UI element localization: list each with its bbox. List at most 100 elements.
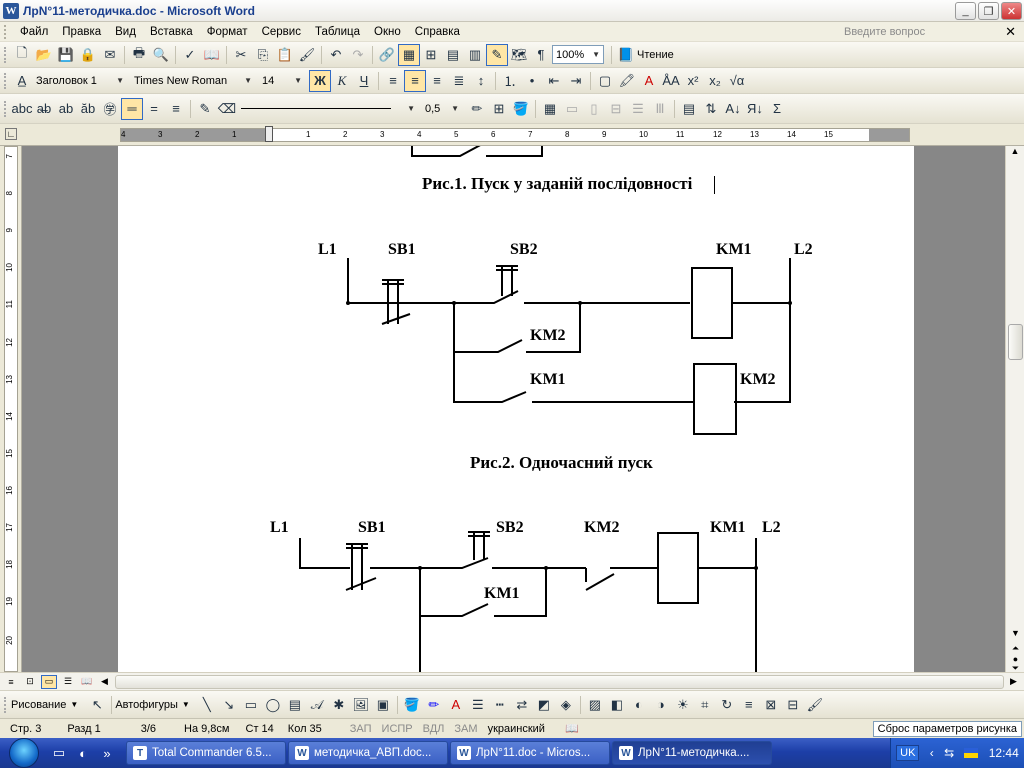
outside-border-icon[interactable]: ⊞ <box>493 100 505 116</box>
picture-tool-icon[interactable]: ▨ <box>588 696 601 712</box>
merge-cells-icon[interactable]: ▭ <box>565 100 579 116</box>
scroll-right-icon[interactable]: ▶ <box>1010 676 1017 686</box>
line-triple-icon[interactable]: ≡ <box>172 101 180 116</box>
autoshapes-menu-button[interactable]: Автофигуры <box>115 698 178 711</box>
line-color-icon[interactable]: ✏ <box>428 696 440 712</box>
underline-button[interactable]: Ч <box>359 73 369 88</box>
drawing-icon[interactable]: ✎ <box>486 43 508 66</box>
shading-icon[interactable]: 🪣 <box>512 100 530 116</box>
web-view-icon[interactable]: ⊡ <box>26 676 34 686</box>
character-scale-icon[interactable]: ÅA <box>662 73 680 88</box>
dash-style-icon[interactable]: ┅ <box>495 696 504 712</box>
start-button[interactable] <box>0 738 48 768</box>
font-select[interactable]: Times New Roman▼ <box>134 74 252 87</box>
minimize-button[interactable]: _ <box>955 2 976 20</box>
textbox-tool-icon[interactable]: ▤ <box>288 696 301 712</box>
line-style-pic-icon[interactable]: ≡ <box>745 697 753 712</box>
border-color-icon[interactable]: ✏ <box>471 100 483 116</box>
enclose-icon[interactable]: ㊫ <box>103 102 117 117</box>
menu-help[interactable]: Справка <box>414 25 460 38</box>
hyperlink-icon[interactable]: 🔗 <box>378 46 396 62</box>
close-document-icon[interactable]: ✕ <box>1005 23 1016 39</box>
spellcheck-icon[interactable]: abc <box>11 101 33 116</box>
crop-icon[interactable]: ⌗ <box>701 696 709 712</box>
select-objects-icon[interactable]: ↖ <box>91 696 103 712</box>
outline-view-icon[interactable]: ☰ <box>63 676 73 686</box>
menu-table[interactable]: Таблица <box>314 25 361 38</box>
insert-excel-icon[interactable]: ▤ <box>446 46 460 62</box>
toolbar-grip[interactable] <box>4 46 7 63</box>
zoom-select[interactable]: 100%▼ <box>552 45 604 64</box>
reading-view-icon[interactable]: 📖 <box>81 676 93 686</box>
spell-status-icon[interactable]: 📖 <box>564 723 579 735</box>
scroll-thumb[interactable] <box>1008 324 1023 360</box>
arrow-style-icon[interactable]: ⇄ <box>516 696 528 712</box>
line-style-icon[interactable]: ☰ <box>472 696 484 712</box>
eraser-icon[interactable]: ⌫ <box>217 100 237 116</box>
flag-icon[interactable] <box>964 748 979 758</box>
equation-icon[interactable]: √α <box>729 73 745 88</box>
toolbar-grip-3[interactable] <box>4 100 7 117</box>
menu-insert[interactable]: Вставка <box>149 25 193 38</box>
wordart-icon[interactable]: 𝒜 <box>310 696 323 712</box>
redo-icon[interactable]: ↷ <box>352 46 364 62</box>
undo-icon[interactable]: ↶ <box>330 46 342 62</box>
tray-expand-icon[interactable]: ‹ <box>929 746 934 760</box>
vertical-ruler[interactable]: 7 8 9 10 11 12 13 14 15 16 17 18 19 20 <box>0 146 22 672</box>
insert-picture-icon[interactable]: ▣ <box>376 696 389 712</box>
bullets-icon[interactable]: • <box>529 73 535 88</box>
status-ovr[interactable]: ЗАМ <box>454 722 478 735</box>
menu-file[interactable]: Файл <box>20 25 49 38</box>
text-wrap-icon[interactable]: ⊟ <box>787 696 799 712</box>
clock[interactable]: 12:44 <box>988 746 1019 760</box>
tables-borders-icon[interactable]: ▦ <box>398 43 420 66</box>
bold-button[interactable]: Ж <box>309 69 331 92</box>
print-icon[interactable]: 🖶 <box>132 44 146 60</box>
spelling-icon[interactable]: ✓ <box>184 46 196 62</box>
draw-menu-button[interactable]: Рисование <box>11 698 67 711</box>
char-border-icon[interactable]: ab <box>58 101 74 116</box>
prev-page-icon[interactable]: ⏶ <box>1011 643 1020 653</box>
format-painter-icon[interactable]: 🖌 <box>298 46 316 62</box>
show-desktop-icon[interactable]: ▭ <box>52 745 66 760</box>
normal-view-icon[interactable]: ≡ <box>8 676 14 687</box>
italic-button[interactable]: К <box>337 72 347 88</box>
contrast-up-icon[interactable]: ◐ <box>634 697 643 712</box>
align-left-icon[interactable]: ≡ <box>389 73 397 88</box>
read-mode-button[interactable]: Чтение <box>637 48 674 61</box>
language-indicator[interactable]: UK <box>896 745 920 761</box>
show-hide-icon[interactable]: ¶ <box>537 47 545 62</box>
scroll-up-icon[interactable]: ▲ <box>1010 146 1020 156</box>
strikethrough-icon[interactable]: a̶b <box>36 101 52 116</box>
read-mode-icon[interactable]: 📘 <box>617 46 635 62</box>
compress-icon[interactable]: ⊠ <box>765 696 777 712</box>
maximize-button[interactable]: ❐ <box>978 2 999 20</box>
line-tool-icon[interactable]: ╲ <box>202 696 211 712</box>
split-cells-icon[interactable]: ▯ <box>590 100 598 116</box>
increase-indent-icon[interactable]: ⇥ <box>570 72 582 88</box>
line-spacing-icon[interactable]: ↕ <box>477 73 485 88</box>
oval-tool-icon[interactable]: ◯ <box>265 696 281 712</box>
menu-tools[interactable]: Сервис <box>261 25 301 38</box>
contrast-down-icon[interactable]: ◑ <box>656 697 665 712</box>
status-language[interactable]: украинский <box>487 722 545 735</box>
numbering-icon[interactable]: ⒈ <box>503 74 517 89</box>
print-layout-icon[interactable]: ▭ <box>41 674 57 689</box>
indent-marker[interactable] <box>265 126 273 142</box>
paste-icon[interactable]: 📋 <box>276 46 294 62</box>
horizontal-ruler[interactable]: ∟ 4 3 2 1 1 2 3 4 5 6 7 8 9 10 11 12 13 … <box>0 124 1024 146</box>
brightness-up-icon[interactable]: ☀ <box>677 696 689 712</box>
print-preview-icon[interactable]: 🔍 <box>152 46 170 62</box>
align-center-icon[interactable]: ≡ <box>404 69 426 92</box>
document-map-icon[interactable]: 🗺 <box>510 46 528 62</box>
open-icon[interactable]: 📂 <box>35 46 53 62</box>
status-ext[interactable]: ВДЛ <box>422 722 445 735</box>
rectangle-tool-icon[interactable]: ▭ <box>244 696 257 712</box>
insert-table-2-icon[interactable]: ▦ <box>543 100 557 116</box>
save-icon[interactable]: 💾 <box>57 46 75 62</box>
line-weight-select[interactable]: 0,5▼ <box>425 102 459 115</box>
status-rec[interactable]: ЗАП <box>349 722 372 735</box>
scroll-down-icon[interactable]: ▼ <box>1011 628 1020 638</box>
